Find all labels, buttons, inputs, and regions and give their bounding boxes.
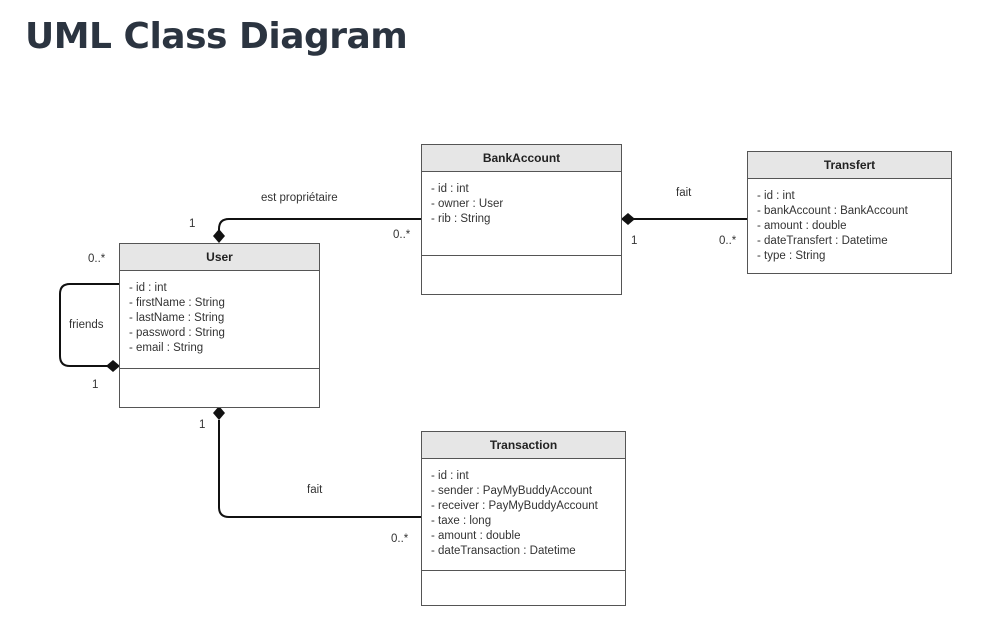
transfert-class[interactable]: Transfert - id : int - bankAccount : Ban… <box>747 151 952 274</box>
bank-account-attribute: - rib : String <box>431 213 491 225</box>
friends-connector <box>59 283 119 367</box>
friends-label: friends <box>69 319 104 331</box>
bank-account-attributes: - id : int - owner : User - rib : String <box>422 172 621 256</box>
bank-account-class[interactable]: BankAccount - id : int - owner : User - … <box>421 144 622 295</box>
transaction-connector <box>218 420 421 518</box>
transaction-attribute: - amount : double <box>431 530 521 542</box>
transfer-transfert-multiplicity: 0..* <box>719 235 737 247</box>
user-attribute: - email : String <box>129 342 204 354</box>
transaction-transaction-multiplicity: 0..* <box>391 533 409 545</box>
ownership-user-multiplicity: 1 <box>189 218 196 230</box>
transaction-attribute: - sender : PayMyBuddyAccount <box>431 485 593 497</box>
user-attribute: - lastName : String <box>129 312 225 324</box>
friends-top-multiplicity: 0..* <box>88 253 106 265</box>
user-attribute: - password : String <box>129 327 225 339</box>
ownership-composition-diamond <box>213 229 225 243</box>
transaction-attribute: - id : int <box>431 470 469 482</box>
transfert-attribute: - dateTransfert : Datetime <box>757 235 888 247</box>
page-title: UML Class Diagram <box>25 16 408 57</box>
bank-account-attribute: - owner : User <box>431 198 504 210</box>
user-attributes: - id : int - firstName : String - lastNa… <box>120 271 319 369</box>
transaction-attribute: - taxe : long <box>431 515 492 527</box>
transaction-attribute: - receiver : PayMyBuddyAccount <box>431 500 598 512</box>
transfert-attribute: - id : int <box>757 190 795 202</box>
transfer-composition-diamond <box>621 213 635 225</box>
transaction-class[interactable]: Transaction - id : int - sender : PayMyB… <box>421 431 626 606</box>
transaction-class-name: Transaction <box>422 432 625 459</box>
transfer-bank-account-multiplicity: 1 <box>631 235 638 247</box>
transfert-attribute: - type : String <box>757 250 826 262</box>
friends-composition-diamond <box>106 360 120 372</box>
user-class[interactable]: User - id : int - firstName : String - l… <box>119 243 320 408</box>
friends-bottom-multiplicity: 1 <box>92 379 99 391</box>
user-class-name: User <box>120 244 319 271</box>
transfert-attribute: - amount : double <box>757 220 847 232</box>
ownership-connector <box>218 218 421 236</box>
ownership-label: est propriétaire <box>261 192 338 204</box>
user-attribute: - firstName : String <box>129 297 225 309</box>
transaction-attributes: - id : int - sender : PayMyBuddyAccount … <box>422 459 625 571</box>
bank-account-class-name: BankAccount <box>422 145 621 172</box>
transaction-composition-diamond <box>213 406 225 420</box>
bank-account-attribute: - id : int <box>431 183 469 195</box>
transfer-label: fait <box>676 187 692 199</box>
transfert-class-name: Transfert <box>748 152 951 179</box>
user-attribute: - id : int <box>129 282 167 294</box>
transaction-link-label: fait <box>307 484 323 496</box>
transfert-attribute: - bankAccount : BankAccount <box>757 205 908 217</box>
transaction-user-multiplicity: 1 <box>199 419 206 431</box>
transfert-attributes: - id : int - bankAccount : BankAccount -… <box>748 179 951 274</box>
ownership-bank-account-multiplicity: 0..* <box>393 229 411 241</box>
transaction-attribute: - dateTransaction : Datetime <box>431 545 576 557</box>
